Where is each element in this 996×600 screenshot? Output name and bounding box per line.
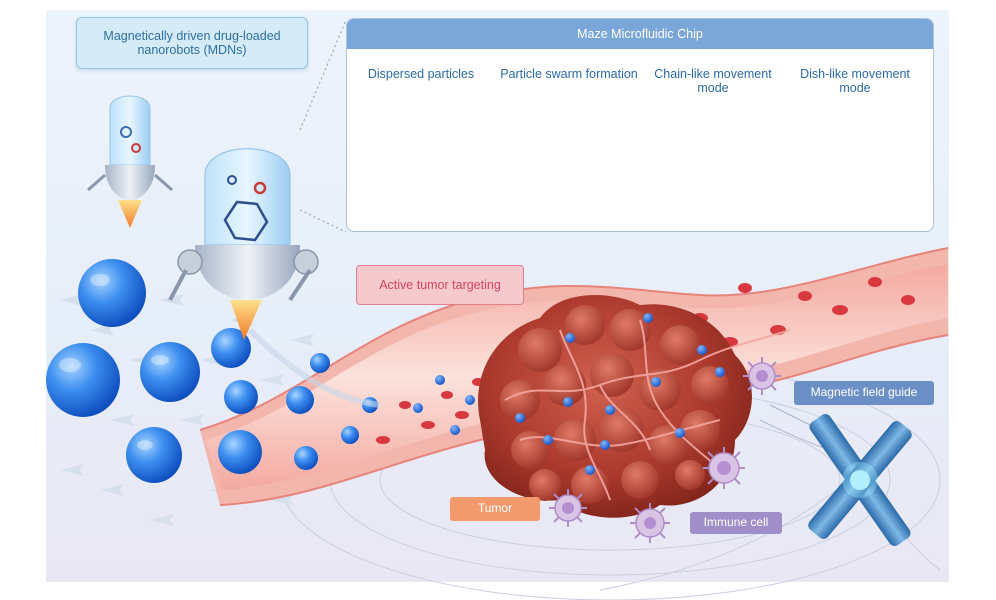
stage-label-chain: Chain-like movement mode xyxy=(654,67,772,96)
zoom-connector xyxy=(299,19,347,233)
immune-cell-icon xyxy=(549,357,781,543)
microfluidic-chip-panel: Maze Microfluidic Chip Dispersed particl… xyxy=(346,18,934,232)
chip-title: Maze Microfluidic Chip xyxy=(347,19,933,49)
nanorobot-icon xyxy=(87,95,173,228)
immune-cell-label: Immune cell xyxy=(690,512,782,534)
stage-label-swarm: Particle swarm formation xyxy=(500,67,638,81)
nanoparticles-in-tumor xyxy=(515,313,725,475)
stage-label-dispersed: Dispersed particles xyxy=(367,67,475,81)
bubble-highlights xyxy=(59,274,169,450)
magnetic-guide-label: Magnetic field guide xyxy=(794,381,934,405)
nanorobot-icon xyxy=(168,148,319,340)
nanorobot-label: Magnetically driven drug-loaded nanorobo… xyxy=(76,17,308,69)
stage-label-dish: Dish-like movement mode xyxy=(800,67,910,96)
flow-path xyxy=(247,327,381,408)
magnet-icon xyxy=(808,414,912,546)
active-targeting-label: Active tumor targeting xyxy=(356,265,524,305)
tumor-label: Tumor xyxy=(450,497,540,521)
